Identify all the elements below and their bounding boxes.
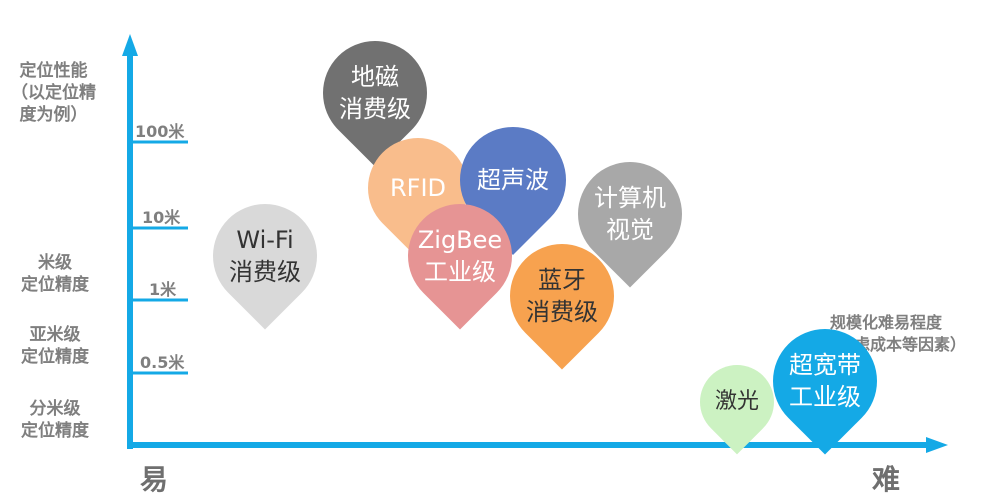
pin-label-line: 超宽带 — [789, 351, 861, 379]
level-decimeter: 分米级 定位精度 — [0, 398, 110, 442]
y-title-line: 定位性能 — [19, 61, 88, 81]
pin-label-line: 消费级 — [229, 258, 301, 286]
pin-label-line: 消费级 — [526, 298, 598, 326]
pin-wifi: Wi-Fi 消费级 — [191, 182, 339, 330]
pin-label: 蓝牙消费级 — [510, 244, 614, 348]
tick-label-10m: 10米 — [142, 208, 181, 227]
pin-label-line: 消费级 — [339, 95, 411, 123]
pin-label-line: 超声波 — [477, 166, 549, 194]
pin-rfid: RFID — [347, 117, 489, 259]
pin-label: 激光 — [700, 365, 774, 439]
level-line: 定位精度 — [21, 421, 89, 441]
tick-label-1m: 1米 — [149, 280, 177, 299]
level-line: 定位精度 — [21, 347, 89, 367]
pin-label-line: 地磁 — [351, 63, 399, 91]
tick-label-100m: 100米 — [135, 122, 185, 141]
level-submeter: 亚米级 定位精度 — [0, 324, 110, 368]
pin-label-line: 蓝牙 — [538, 266, 586, 294]
hard-label: 难 — [872, 463, 901, 496]
pin-bluetooth: 蓝牙消费级 — [488, 222, 636, 370]
pin-label-line: 工业级 — [424, 258, 496, 286]
tick-label-0-5m: 0.5米 — [140, 353, 185, 372]
level-line: 分米级 — [29, 399, 81, 419]
pin-label-line: 工业级 — [789, 383, 861, 411]
pin-label: ZigBee 工业级 — [408, 204, 512, 308]
pin-label-line: 视觉 — [606, 216, 654, 244]
y-axis-title: 定位性能 （以定位精 度为例） — [6, 60, 101, 126]
pin-geomagnetic: 地磁消费级 — [301, 19, 449, 167]
x-title-line: 规模化难易程度 — [830, 313, 943, 332]
pin-label: RFID — [368, 138, 468, 238]
pin-vision: 计算机视觉 — [556, 140, 704, 288]
level-meter: 米级 定位精度 — [0, 252, 110, 296]
y-title-line: （以定位精 — [11, 83, 96, 103]
easy-label: 易 — [140, 463, 169, 496]
pin-label: Wi-Fi 消费级 — [213, 204, 317, 308]
pin-label: 计算机视觉 — [578, 162, 682, 266]
y-title-line: 度为例） — [19, 105, 88, 125]
pin-label-line: Wi-Fi — [236, 226, 294, 254]
level-line: 米级 — [38, 253, 72, 273]
pin-ultrasound: 超声波 — [438, 105, 588, 255]
pin-uwb: 超宽带工业级 — [751, 307, 899, 455]
pin-label-line: ZigBee — [417, 226, 503, 254]
pin-label: 地磁消费级 — [323, 41, 427, 145]
pin-label: 超宽带工业级 — [773, 329, 877, 433]
level-line: 亚米级 — [29, 325, 81, 345]
y-axis-arrow — [122, 34, 138, 56]
pin-zigbee: ZigBee 工业级 — [386, 182, 534, 330]
pin-laser: 激光 — [684, 349, 790, 455]
pin-label: 超声波 — [460, 127, 566, 233]
pin-label-line: 激光 — [714, 389, 759, 414]
level-line: 定位精度 — [21, 275, 89, 295]
x-axis-arrow — [926, 437, 948, 453]
pin-label-line: RFID — [389, 174, 447, 202]
pin-label-line: 计算机 — [594, 184, 666, 212]
